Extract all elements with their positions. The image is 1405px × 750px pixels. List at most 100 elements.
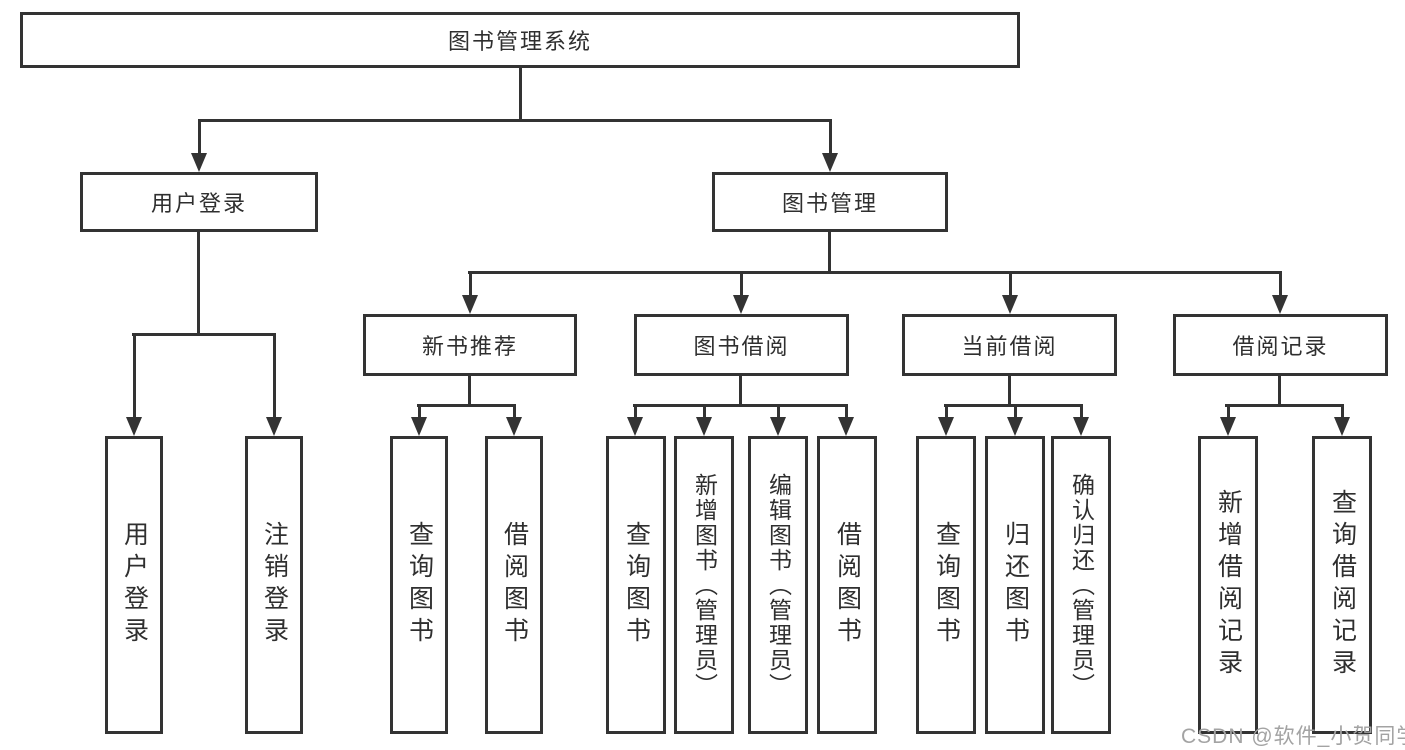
connector-bookmgmt-vline [828, 232, 831, 274]
arrow-bookborrow-leaf3 [770, 407, 786, 436]
node-new-books: 新书推荐 [363, 314, 577, 376]
arrow-down-icon [733, 295, 749, 314]
connector-borrowrecords-hline [1225, 404, 1344, 407]
leaf-currentborrow-confirm-label: 确认归还（管理员） [1068, 472, 1095, 698]
arrow-down-icon [506, 417, 522, 436]
arrow-down-icon [191, 153, 207, 172]
arrow-stem [132, 336, 136, 417]
arrow-newbooks-leaf1 [411, 407, 427, 436]
leaf-bookborrow-borrow-label: 借阅图书 [833, 521, 862, 649]
arrow-down-icon [1220, 417, 1236, 436]
arrow-down-icon [1007, 417, 1023, 436]
arrow-down-icon [770, 417, 786, 436]
arrow-down-icon [462, 295, 478, 314]
arrow-to-new-books [462, 274, 478, 314]
connector-bookmgmt-hline [468, 271, 1282, 274]
arrow-down-icon [126, 417, 142, 436]
arrow-stem [1226, 407, 1230, 417]
arrow-stem [272, 336, 276, 417]
arrow-stem [197, 122, 201, 153]
connector-newbooks-hline [417, 404, 516, 407]
leaf-logout-label: 注销登录 [260, 521, 289, 649]
leaf-currentborrow-return-label: 归还图书 [1001, 521, 1030, 649]
arrow-down-icon [1272, 295, 1288, 314]
arrow-stem [633, 407, 637, 417]
arrow-to-user-login [191, 122, 207, 172]
connector-currentborrow-hline [944, 404, 1083, 407]
arrow-to-current-borrow [1002, 274, 1018, 314]
arrow-to-borrow-records [1272, 274, 1288, 314]
node-book-management: 图书管理 [712, 172, 948, 232]
leaf-bookborrow-add: 新增图书（管理员） [674, 436, 734, 734]
arrow-currentborrow-leaf3 [1073, 407, 1089, 436]
arrow-stem [739, 274, 743, 295]
node-book-borrow-label: 图书借阅 [693, 334, 790, 359]
leaf-currentborrow-confirm: 确认归还（管理员） [1051, 436, 1111, 734]
leaf-records-query-label: 查询借阅记录 [1328, 489, 1357, 681]
arrow-down-icon [1073, 417, 1089, 436]
node-borrow-records: 借阅记录 [1173, 314, 1388, 376]
leaf-bookborrow-query-label: 查询图书 [622, 521, 651, 649]
arrow-to-book-management [822, 122, 838, 172]
connector-user-hline [132, 333, 276, 336]
arrow-stem [1008, 274, 1012, 295]
leaf-newbooks-borrow-label: 借阅图书 [500, 521, 529, 649]
leaf-bookborrow-query: 查询图书 [606, 436, 666, 734]
connector-user-vline [197, 232, 200, 336]
node-current-borrow: 当前借阅 [902, 314, 1117, 376]
node-library-system-label: 图书管理系统 [447, 29, 592, 54]
connector-currentborrow-vline [1008, 376, 1011, 407]
node-book-management-label: 图书管理 [781, 191, 878, 216]
node-new-books-label: 新书推荐 [421, 334, 518, 359]
arrow-borrowrecords-leaf1 [1220, 407, 1236, 436]
arrow-stem [1013, 407, 1017, 417]
leaf-user-login-label: 用户登录 [120, 521, 149, 649]
arrow-stem [776, 407, 780, 417]
connector-root-hline [198, 119, 832, 122]
arrow-stem [844, 407, 848, 417]
leaf-newbooks-borrow: 借阅图书 [485, 436, 543, 734]
connector-bookborrow-hline [633, 404, 848, 407]
node-user-login: 用户登录 [80, 172, 318, 232]
arrow-stem [944, 407, 948, 417]
leaf-currentborrow-return: 归还图书 [985, 436, 1045, 734]
connector-newbooks-vline [468, 376, 471, 407]
arrow-to-book-borrow [733, 274, 749, 314]
arrow-stem [1340, 407, 1344, 417]
leaf-records-add: 新增借阅记录 [1198, 436, 1258, 734]
leaf-logout: 注销登录 [245, 436, 303, 734]
node-library-system: 图书管理系统 [20, 12, 1020, 68]
arrow-stem [468, 274, 472, 295]
leaf-newbooks-query: 查询图书 [390, 436, 448, 734]
arrow-stem [512, 407, 516, 417]
leaf-bookborrow-borrow: 借阅图书 [817, 436, 877, 734]
arrow-down-icon [822, 153, 838, 172]
arrow-stem [828, 122, 832, 153]
arrow-borrowrecords-leaf2 [1334, 407, 1350, 436]
arrow-down-icon [627, 417, 643, 436]
leaf-currentborrow-query-label: 查询图书 [932, 521, 961, 649]
leaf-records-query: 查询借阅记录 [1312, 436, 1372, 734]
connector-borrowrecords-vline [1278, 376, 1281, 407]
node-current-borrow-label: 当前借阅 [961, 334, 1058, 359]
arrow-down-icon [1002, 295, 1018, 314]
arrow-stem [417, 407, 421, 417]
arrow-down-icon [1334, 417, 1350, 436]
connector-root-vline [519, 68, 522, 122]
arrow-currentborrow-leaf1 [938, 407, 954, 436]
arrow-currentborrow-leaf2 [1007, 407, 1023, 436]
arrow-to-leaf-logout [266, 336, 282, 436]
arrow-to-leaf-user-login [126, 336, 142, 436]
leaf-currentborrow-query: 查询图书 [916, 436, 976, 734]
arrow-stem [1079, 407, 1083, 417]
arrow-bookborrow-leaf1 [627, 407, 643, 436]
leaf-bookborrow-edit: 编辑图书（管理员） [748, 436, 808, 734]
node-user-login-label: 用户登录 [150, 191, 247, 216]
arrow-down-icon [938, 417, 954, 436]
arrow-newbooks-leaf2 [506, 407, 522, 436]
csdn-watermark: CSDN @软件_小贺同学 [1181, 725, 1405, 748]
arrow-bookborrow-leaf2 [696, 407, 712, 436]
arrow-stem [702, 407, 706, 417]
leaf-bookborrow-edit-label: 编辑图书（管理员） [765, 472, 792, 698]
